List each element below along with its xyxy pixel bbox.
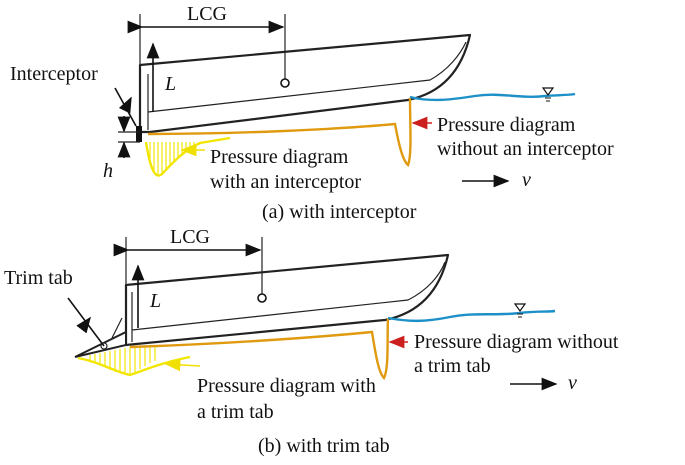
hull-a: [138, 33, 472, 134]
water-surface-b: [387, 309, 556, 323]
with-trim-tab-label-line2: a trim tab: [197, 401, 274, 423]
pressure-diagram-without-trim-tab: [129, 317, 390, 381]
l-label-b: L: [149, 290, 161, 312]
with-trim-tab-label-line1: Pressure diagram with: [197, 375, 376, 397]
cog-marker-a: [280, 78, 290, 88]
pressure-diagram-without-interceptor: [147, 97, 412, 167]
caption-b: (b) with trim tab: [258, 435, 390, 457]
water-level-symbol-a: [541, 87, 555, 102]
interceptor-plate: [136, 126, 142, 142]
lcg-dimension-b: [113, 237, 263, 300]
panel-b: LCG L Trim tab: [4, 226, 619, 457]
panel-a: LCG L Interceptor h: [10, 3, 614, 223]
h-label: h: [103, 160, 113, 182]
water-level-symbol-b: [513, 303, 527, 318]
lcg-label-a: LCG: [187, 3, 227, 25]
caption-a: (a) with interceptor: [262, 201, 417, 223]
with-trim-tab-pointer: [164, 358, 201, 372]
interceptor-label: Interceptor: [10, 63, 98, 85]
water-surface-a: [409, 92, 576, 102]
h-dimension: [117, 116, 140, 158]
with-interceptor-label-line1: Pressure diagram: [210, 146, 349, 168]
cog-marker-b: [257, 293, 267, 303]
with-interceptor-label-line2: with an interceptor: [210, 171, 361, 193]
trim-tab-label: Trim tab: [4, 267, 73, 289]
without-interceptor-label-line1: Pressure diagram: [437, 114, 576, 136]
without-trim-tab-label-line1: Pressure diagram without: [414, 331, 619, 353]
interceptor-leader-a: [114, 87, 137, 127]
hull-b: [124, 253, 450, 347]
trim-tab-arrow: [76, 316, 91, 334]
trim-tab: [74, 317, 127, 358]
lcg-dimension-a: [127, 14, 286, 85]
velocity-label-a: v: [522, 169, 531, 191]
velocity-label-b: v: [568, 372, 577, 394]
interceptor-arrow-a: [118, 96, 132, 114]
without-interceptor-label-line2: without an interceptor: [437, 138, 614, 160]
lcg-label-b: LCG: [170, 226, 210, 248]
l-label-a: L: [164, 73, 176, 95]
without-trim-tab-label-line2: a trim tab: [414, 355, 491, 377]
